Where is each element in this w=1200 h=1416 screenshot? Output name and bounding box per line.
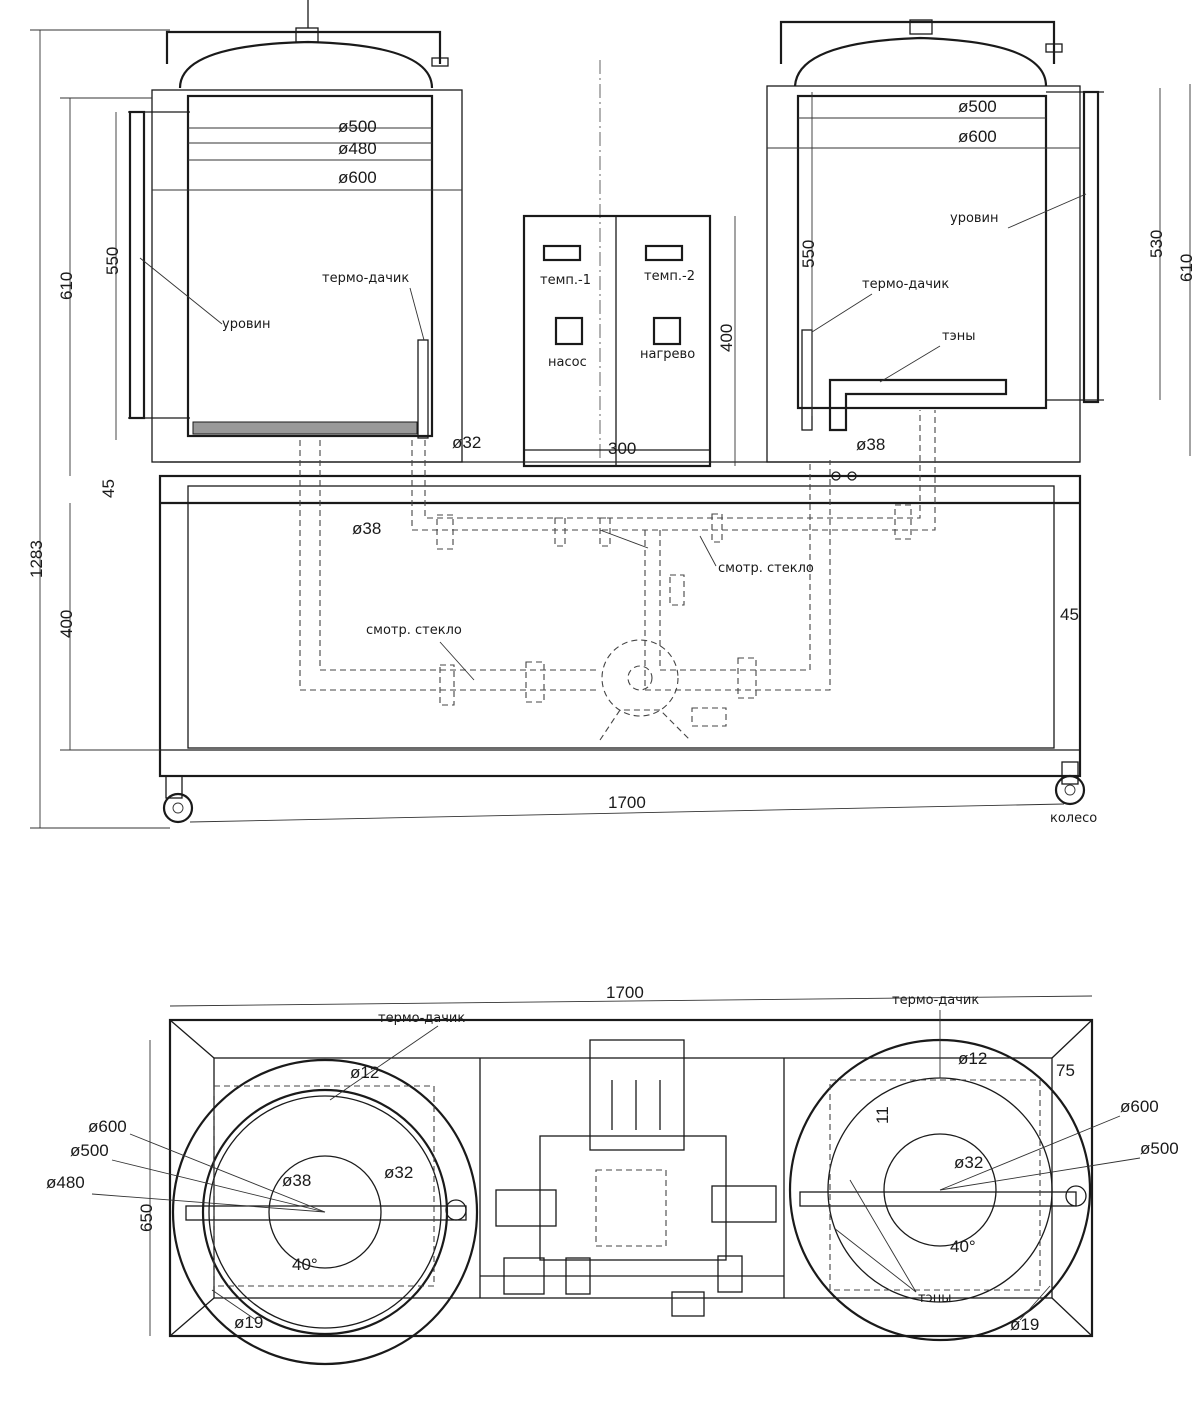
top-tank-left xyxy=(171,1058,479,1366)
wheel-left xyxy=(162,775,194,824)
dim-outlet-right: ø38 xyxy=(856,435,885,454)
label-sight-glass-2: смотр. стекло xyxy=(366,623,462,638)
front-dimensions xyxy=(30,29,1191,829)
dim-tank-right-height-mid: 530 xyxy=(1147,230,1166,258)
front-leaders xyxy=(139,193,1087,681)
temp-1-display xyxy=(542,244,582,262)
label-temp-1: темп.-1 xyxy=(540,273,591,288)
dim-top-left-d480: ø480 xyxy=(46,1173,85,1192)
dim-top-right-d600: ø600 xyxy=(1120,1097,1159,1116)
front-view: ø500 ø480 ø600 610 550 уровин термо-дачи… xyxy=(27,0,1196,829)
top-leaders xyxy=(91,1010,1141,1321)
top-pump xyxy=(480,1039,784,1317)
wheel-right xyxy=(1054,761,1086,806)
label-left-level: уровин xyxy=(222,317,271,332)
dim-top-left-d500: ø500 xyxy=(70,1141,109,1160)
dim-top-left-d38: ø38 xyxy=(282,1171,311,1190)
dim-top-left-d19: ø19 xyxy=(234,1313,263,1332)
dim-top-beam: 45 xyxy=(99,479,118,498)
label-wheel: колесо xyxy=(1050,811,1097,826)
dim-tank-left-height-inner: 550 xyxy=(103,247,122,275)
dim-top-width: 1700 xyxy=(606,983,644,1002)
dim-panel-height: 400 xyxy=(717,324,736,352)
dim-tank-right-d600: ø600 xyxy=(958,127,997,146)
label-pump: насос xyxy=(548,355,587,370)
dim-tank-right-height-inner: 550 xyxy=(799,240,818,268)
label-sight-glass-1: смотр. стекло xyxy=(718,561,814,576)
tank-left xyxy=(128,0,463,463)
label-right-heaters: тэны xyxy=(942,329,975,344)
dim-top-right-d32: ø32 xyxy=(954,1153,983,1172)
dim-top-right-11: 11 xyxy=(873,1106,892,1124)
dim-top-depth: 650 xyxy=(137,1204,156,1232)
dim-top-right-d12: ø12 xyxy=(958,1049,987,1068)
dim-tank-right-d500: ø500 xyxy=(958,97,997,116)
top-view: 1700 650 термо-дачик ø600 ø500 ø480 ø12 … xyxy=(46,983,1179,1366)
heat-switch xyxy=(652,316,682,346)
pump-switch xyxy=(554,316,584,346)
dim-top-right-angle: 40° xyxy=(950,1237,976,1256)
label-right-thermo: термо-дачик xyxy=(862,277,949,292)
dim-tank-left-height-outer: 610 xyxy=(57,272,76,300)
dim-panel-width: 300 xyxy=(608,439,636,458)
dim-top-left-d32: ø32 xyxy=(384,1163,413,1182)
top-frame-inner xyxy=(213,1057,1053,1299)
label-top-right-heaters: тэны xyxy=(918,1291,951,1306)
dim-tank-right-height-outer: 610 xyxy=(1177,254,1196,282)
dim-frame-width: 1700 xyxy=(608,793,646,812)
dim-top-left-d12: ø12 xyxy=(350,1063,379,1082)
label-heat: нагрево xyxy=(640,347,695,362)
piping-hidden xyxy=(299,410,936,741)
dim-top-right-75: 75 xyxy=(1056,1061,1075,1080)
dim-total-height: 1283 xyxy=(27,540,46,578)
control-panel xyxy=(522,214,712,468)
top-width-dim-line xyxy=(169,995,1093,1007)
dim-cabinet-height: 400 xyxy=(57,610,76,638)
top-frame-outer xyxy=(168,1018,1094,1338)
tank-right xyxy=(766,19,1104,481)
dim-top-right-d500: ø500 xyxy=(1140,1139,1179,1158)
dim-top-left-d600: ø600 xyxy=(88,1117,127,1136)
label-temp-2: темп.-2 xyxy=(644,269,695,284)
dim-tank-left-d500: ø500 xyxy=(338,117,377,136)
dim-top-left-angle: 40° xyxy=(292,1255,318,1274)
dim-outlet-left: ø32 xyxy=(452,433,481,452)
label-right-level: уровин xyxy=(950,211,999,226)
temp-2-display xyxy=(644,244,684,262)
cabinet-panel xyxy=(187,485,1055,749)
dim-pipe: ø38 xyxy=(352,519,381,538)
dim-tank-left-d600: ø600 xyxy=(338,168,377,187)
dim-tank-left-d480: ø480 xyxy=(338,139,377,158)
frame-outline xyxy=(158,474,1082,778)
dim-side-beam: 45 xyxy=(1060,605,1079,624)
label-top-right-thermo: термо-дачик xyxy=(892,993,979,1008)
dim-top-right-d19: ø19 xyxy=(1010,1315,1039,1334)
label-top-left-thermo: термо-дачик xyxy=(378,1011,465,1026)
label-left-thermo: термо-дачик xyxy=(322,271,409,286)
